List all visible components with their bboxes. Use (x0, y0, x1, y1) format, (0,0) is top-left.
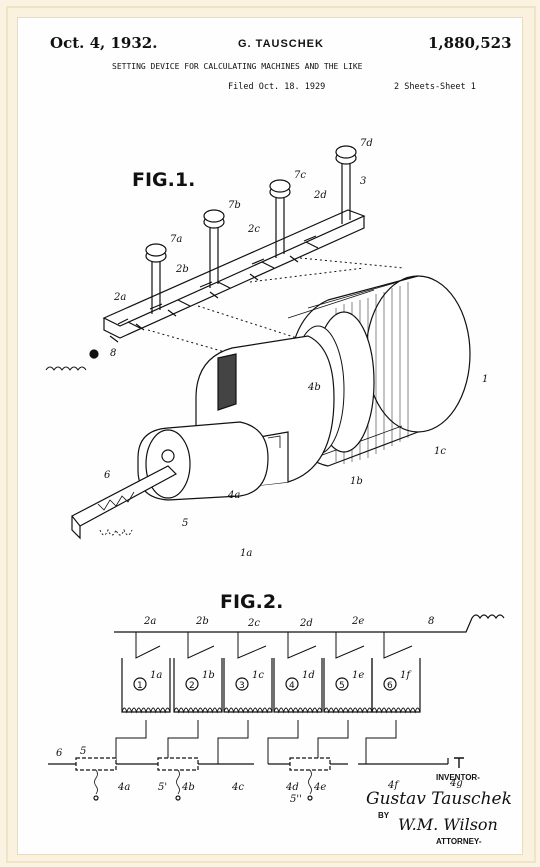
coil-number-circle (235, 677, 249, 691)
f2-ref-2c: 2c (247, 618, 260, 629)
ref-1: 1 (482, 374, 488, 385)
coil-ref: 1d (302, 670, 315, 681)
f2-ref-4g: 4g (449, 778, 463, 789)
coil-winding (121, 707, 171, 714)
ref-2d: 2d (313, 190, 327, 201)
by-label: BY (378, 811, 390, 820)
coil-lead (217, 720, 249, 764)
ref-2c: 2c (247, 224, 260, 235)
coil-winding (371, 707, 421, 714)
coil-ref: 1a (150, 670, 162, 681)
f2-ref-2d: 2d (299, 618, 313, 629)
ref-7b: 7b (228, 200, 241, 211)
patent-title: SETTING DEVICE FOR CALCULATING MACHINES … (112, 62, 363, 71)
coil-number-circle (383, 677, 397, 691)
f2-ref-4c: 4c (231, 782, 244, 793)
coil-ref: 1b (202, 670, 215, 681)
ref-1a: 1a (240, 548, 252, 559)
inventor-signature: Gustav Tauschek (366, 789, 512, 809)
ref-1c: 1c (434, 446, 446, 457)
ref-2b: 2b (175, 264, 189, 275)
ref-2a: 2a (113, 292, 126, 303)
fig1-keys (145, 145, 357, 314)
fig1-label: FIG.1. (132, 169, 195, 191)
ref-7a: 7a (170, 234, 182, 245)
coil-number: 6 (387, 681, 393, 691)
ref-4b: 4b (307, 382, 321, 393)
f2-ref-2b: 2b (195, 616, 209, 627)
coil-number-circle (285, 677, 299, 691)
fig1-drum (137, 275, 471, 501)
fig2-label: FIG.2. (220, 591, 283, 613)
f2-ref-5p: 5' (158, 782, 167, 793)
coil-winding (223, 707, 273, 714)
ref-1b: 1b (350, 476, 363, 487)
ref-7c: 7c (294, 170, 306, 181)
coil-lead (167, 720, 199, 764)
coil-number-circle (335, 677, 349, 691)
coil-winding (273, 707, 323, 714)
f2-ref-4a: 4a (117, 782, 130, 793)
inventor-label: INVENTOR- (436, 773, 480, 782)
sheet-count: 2 Sheets-Sheet 1 (394, 82, 476, 92)
coil-winding (323, 707, 373, 714)
f2-ref-4f: 4f (387, 780, 400, 791)
inventor-name: G. TAUSCHEK (238, 38, 324, 50)
coil-number: 3 (239, 681, 245, 691)
coil-ref: 1c (252, 670, 264, 681)
coil-ref: 1e (352, 670, 364, 681)
f2-ref-4d: 4d (285, 782, 299, 793)
ref-3: 3 (360, 176, 366, 187)
coil-ref: 1f (400, 670, 412, 681)
fig1-key-rail (102, 209, 366, 343)
fig1-spring (45, 366, 87, 371)
attorney-signature: W.M. Wilson (398, 815, 498, 834)
f2-ref-5pp: 5'' (290, 794, 302, 805)
ref-5: 5 (182, 518, 188, 529)
f2-ref-5: 5 (80, 746, 86, 757)
coil-lead (267, 720, 299, 764)
fig1-spring-2 (99, 528, 133, 536)
coil-lead (365, 720, 397, 764)
f2-ref-6: 6 (56, 748, 63, 759)
coil-number: 4 (289, 681, 295, 691)
patent-drawing: FIG.1. (45, 138, 512, 846)
fig1-refs: 7a 7b 7c 7d 3 2a 2b 2c 2d 8 6 5 4a 4b 1a… (104, 138, 488, 559)
filed-date: Filed Oct. 18. 1929 (228, 82, 326, 92)
coil-winding (173, 707, 223, 714)
patent-date: Oct. 4, 1932. (50, 34, 158, 52)
ref-7d: 7d (360, 138, 373, 149)
attorney-label: ATTORNEY- (436, 837, 482, 846)
coil-lead (115, 720, 147, 764)
ref-8: 8 (110, 348, 116, 359)
f2-ref-4e: 4e (313, 782, 326, 793)
fig2-circuit: 1 2 3 4 5 6 (48, 614, 505, 801)
coil-lead (317, 720, 349, 764)
fig1-rack (71, 465, 177, 540)
f2-ref-2e: 2e (351, 616, 364, 627)
ref-6: 6 (104, 470, 111, 481)
fig1-pin (89, 349, 99, 359)
ref-4a: 4a (227, 490, 240, 501)
coil-number: 1 (137, 681, 143, 691)
signature-block: INVENTOR- Gustav Tauschek BY W.M. Wilson… (366, 773, 512, 846)
coil-number-circle (133, 677, 147, 691)
coil-number-circle (185, 677, 199, 691)
fig1-leaders (147, 257, 405, 359)
coil-number: 2 (189, 681, 195, 691)
f2-ref-2a: 2a (143, 616, 156, 627)
coil-number: 5 (339, 681, 345, 691)
patent-number: 1,880,523 (428, 34, 512, 52)
patent-sheet: Oct. 4, 1932. G. TAUSCHEK 1,880,523 SETT… (18, 18, 522, 854)
f2-ref-8: 8 (428, 616, 434, 627)
f2-ref-4b: 4b (181, 782, 195, 793)
